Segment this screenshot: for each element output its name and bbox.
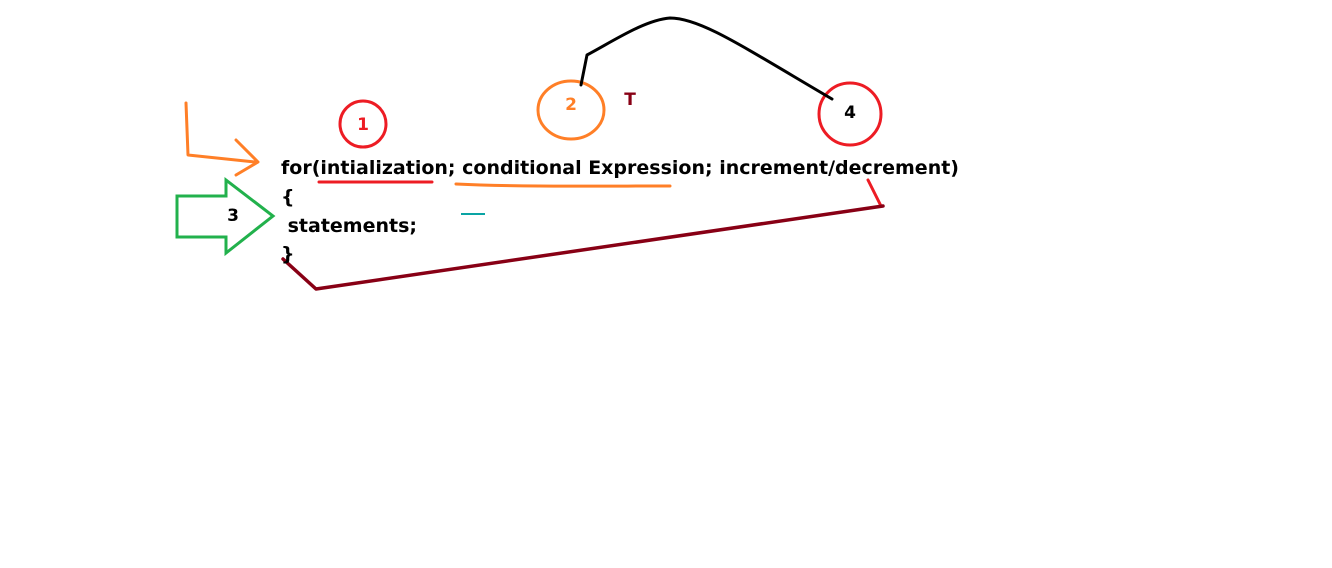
step2-label: 2 — [565, 95, 577, 115]
step3-label: 3 — [227, 206, 239, 226]
code-line-statements: statements; — [281, 215, 417, 237]
step4-circle — [817, 81, 883, 147]
increment-marker — [866, 178, 883, 208]
loop-back-curve — [579, 16, 834, 101]
step3-arrow — [175, 176, 276, 257]
body-to-increment-line — [281, 204, 885, 291]
code-line-for: for(intialization; conditional Expressio… — [281, 157, 959, 179]
step4-label: 4 — [844, 103, 856, 123]
step1-circle — [338, 99, 388, 149]
code-line-close-brace: } — [281, 243, 295, 265]
entry-arrow — [184, 101, 260, 177]
step1-label: 1 — [357, 115, 369, 135]
condition-underline — [454, 182, 672, 188]
true-label: T — [624, 90, 636, 110]
step2-circle — [536, 79, 606, 141]
code-line-open-brace: { — [281, 186, 295, 208]
